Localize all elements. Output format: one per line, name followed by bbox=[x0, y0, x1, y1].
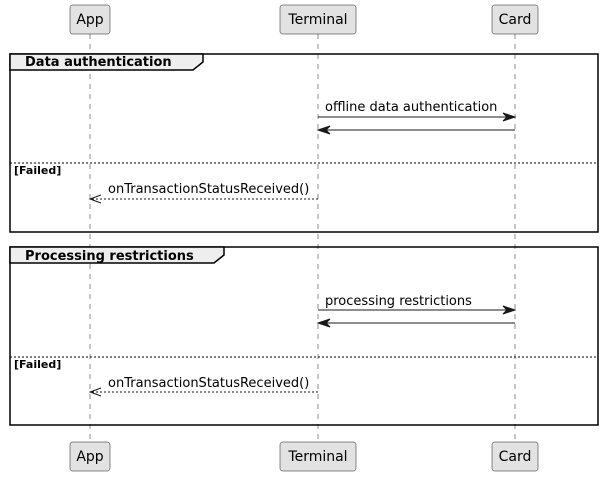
participant-card-label: Card bbox=[499, 449, 532, 465]
participant-card-top: Card bbox=[491, 4, 539, 35]
frame-title-tab bbox=[9, 53, 204, 71]
frame-title-tab bbox=[9, 246, 225, 264]
participant-terminal-bottom: Terminal bbox=[279, 441, 357, 472]
frame-data-authentication: Data authentication offline data authent… bbox=[9, 53, 599, 233]
else-label: [Failed] bbox=[14, 358, 61, 371]
else-label: [Failed] bbox=[14, 164, 61, 177]
frame-title: Data authentication bbox=[25, 55, 172, 70]
participant-card-label: Card bbox=[499, 12, 532, 28]
frame-processing-restrictions: Processing restrictions processing restr… bbox=[9, 246, 599, 426]
participant-card-bottom: Card bbox=[491, 441, 539, 472]
message-label: offline data authentication bbox=[325, 100, 497, 115]
arrow-head bbox=[316, 318, 331, 328]
arrow-head bbox=[88, 194, 102, 204]
participant-app-label: App bbox=[76, 449, 103, 465]
participant-terminal-top: Terminal bbox=[279, 4, 357, 35]
arrow-head bbox=[316, 125, 331, 135]
arrow-head bbox=[88, 387, 102, 397]
frame-title: Processing restrictions bbox=[25, 249, 194, 264]
arrow-head bbox=[502, 305, 517, 315]
participant-terminal-label: Terminal bbox=[287, 12, 347, 28]
status-message-label: onTransactionStatusReceived() bbox=[108, 182, 309, 197]
participant-terminal-label: Terminal bbox=[287, 449, 347, 465]
participant-app-bottom: App bbox=[69, 441, 111, 472]
participant-app-top: App bbox=[69, 4, 111, 35]
status-message-label: onTransactionStatusReceived() bbox=[108, 376, 309, 391]
participant-app-label: App bbox=[76, 12, 103, 28]
frame-border bbox=[9, 246, 599, 426]
message-label: processing restrictions bbox=[325, 294, 472, 309]
arrow-head bbox=[502, 112, 517, 122]
frame-border bbox=[9, 53, 599, 233]
